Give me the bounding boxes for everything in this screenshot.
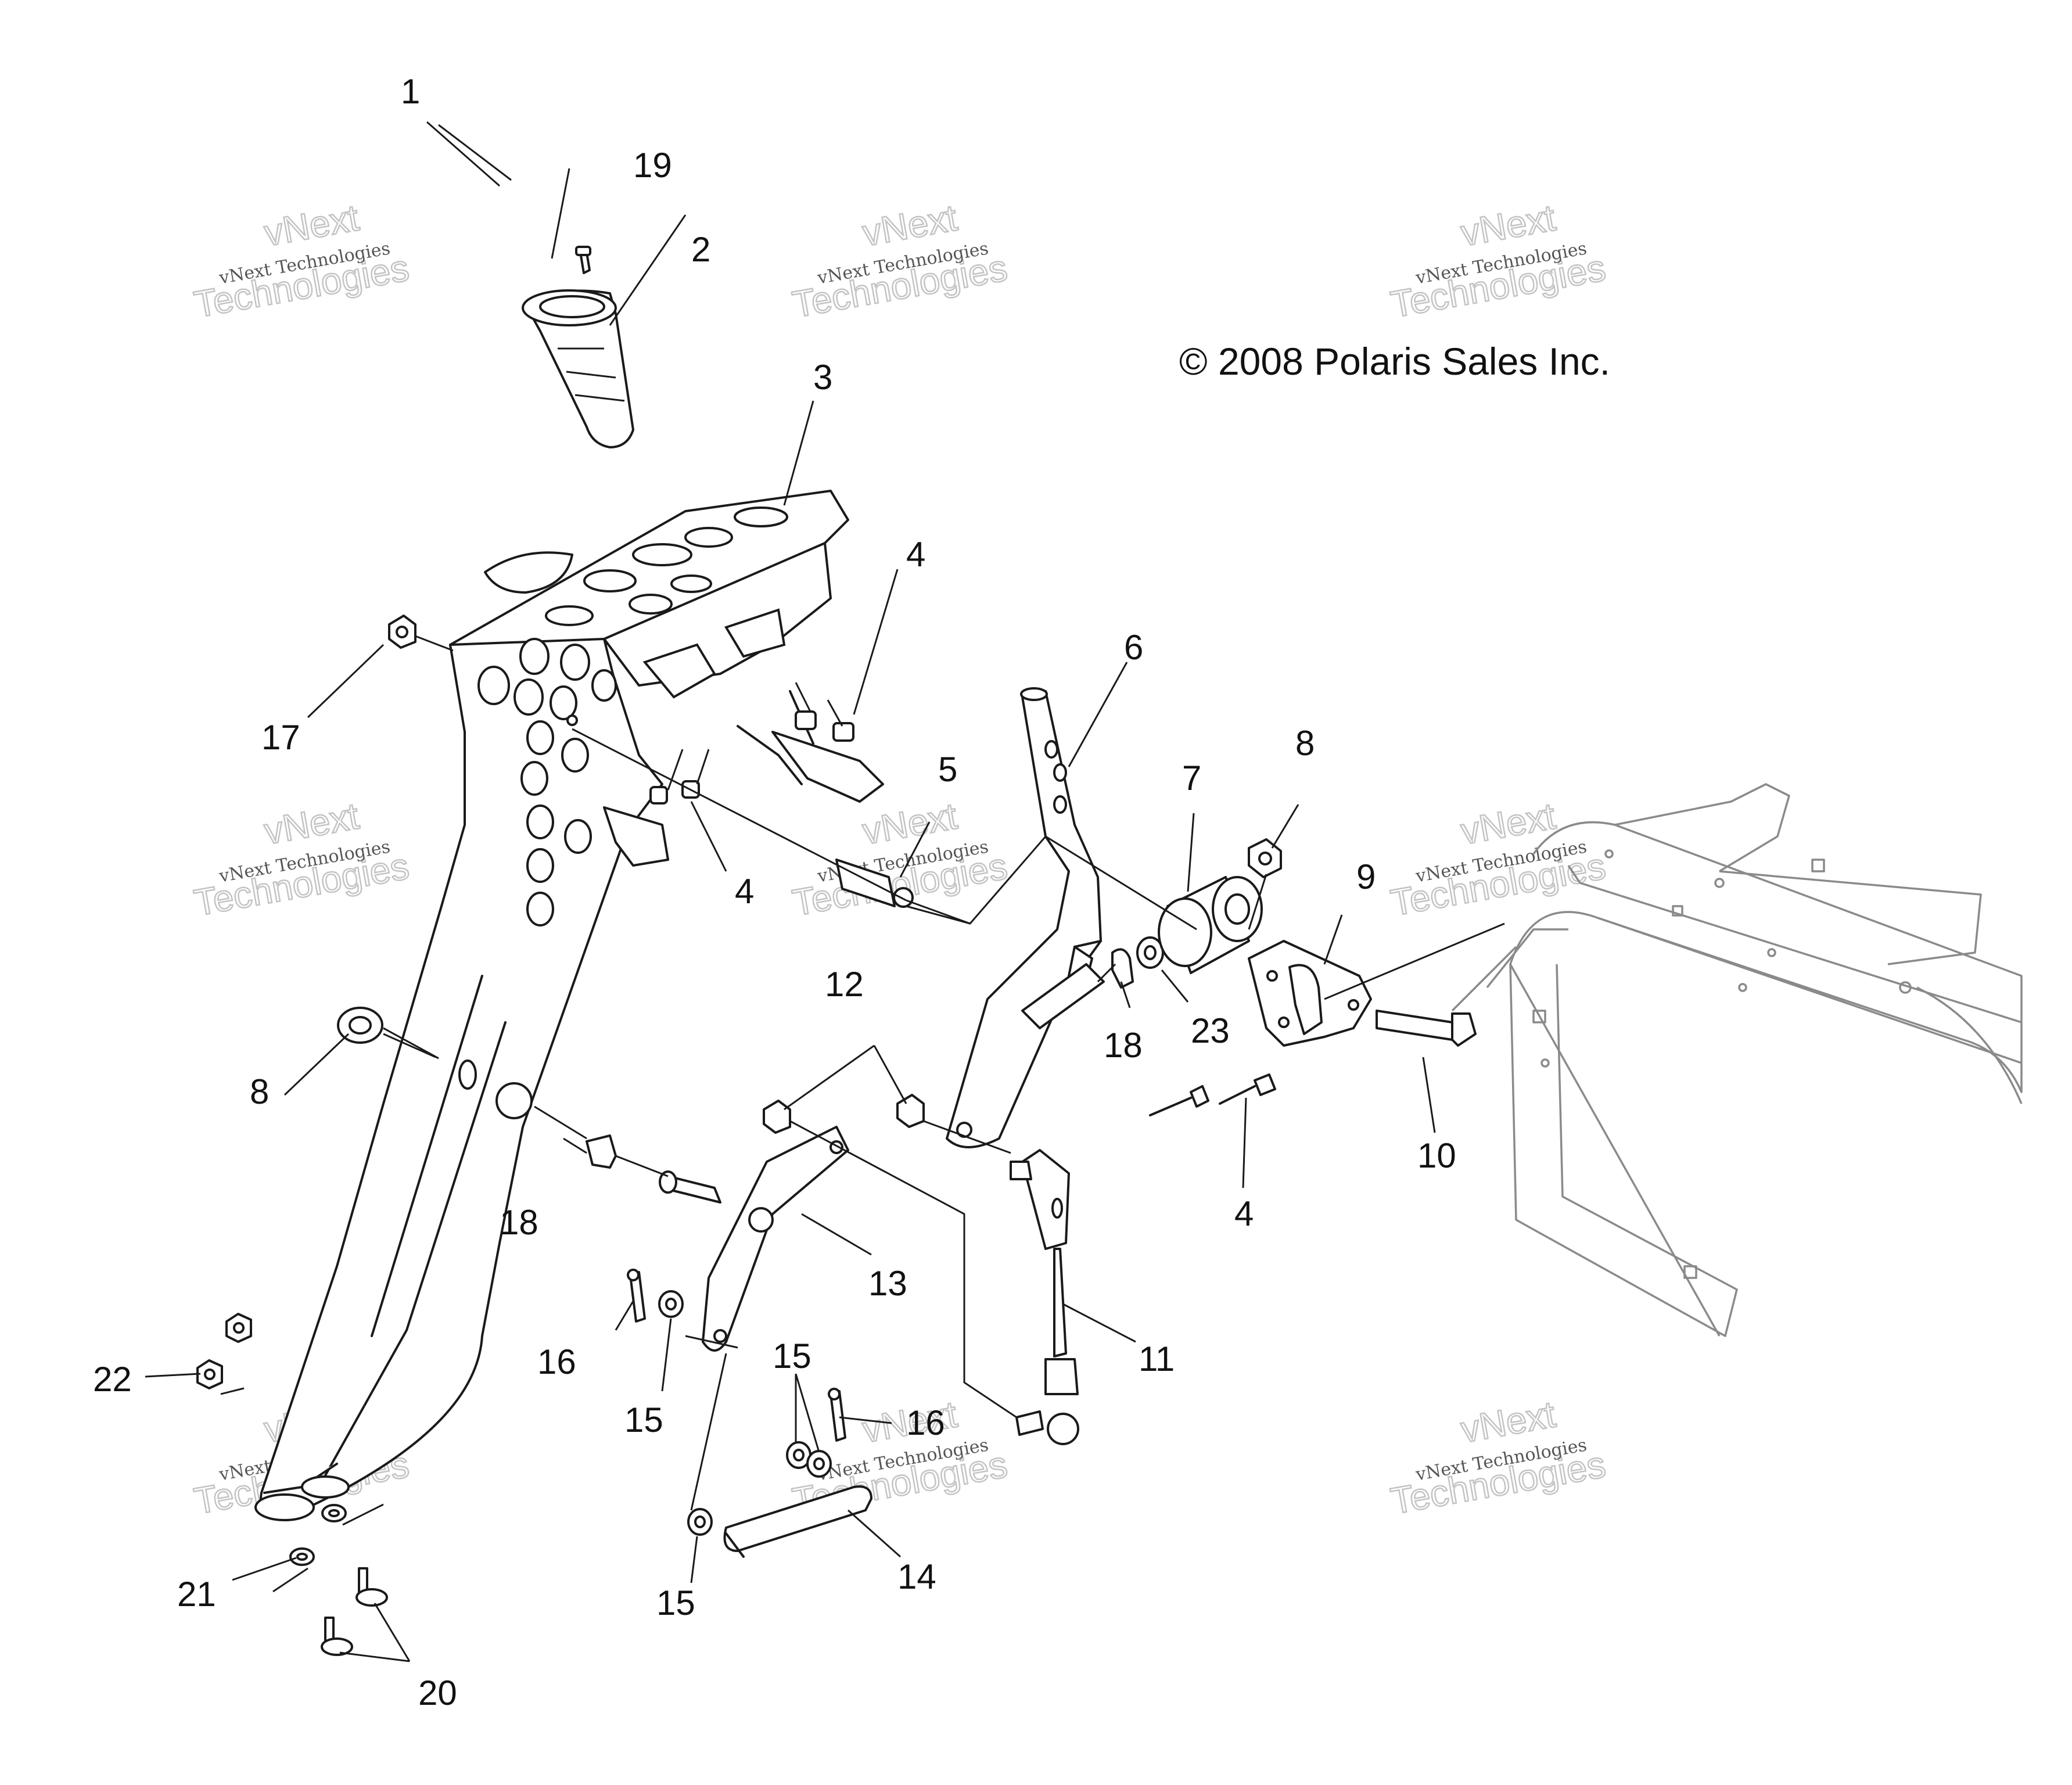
tie-rod [1010,1149,1079,1445]
callout-6: 6 [1124,628,1143,667]
watermark: vNext Technologies vNext Technologies [1387,794,1610,925]
callout-18-upper: 18 [1104,1026,1143,1065]
callout-leaders [145,121,1436,1662]
bushing-part [1158,876,1263,974]
cotter-pin-16a [627,1269,646,1323]
callout-16-left: 16 [537,1342,576,1381]
nut-part-17 [388,615,416,649]
assembly-lines [272,635,1505,1593]
watermark: vNext Technologies vNext Technologies [1387,196,1610,326]
callout-16-right: 16 [906,1403,945,1442]
callout-13: 13 [868,1264,907,1303]
rivet-part [795,682,854,742]
bolt-part-10 [1376,1010,1477,1047]
copyright-notice: © 2008 Polaris Sales Inc. [1179,340,1610,383]
callout-23: 23 [1191,1011,1230,1050]
rod-part-14 [723,1485,872,1558]
bolt-part-20 [321,1567,388,1656]
clip-part-18a [1111,948,1134,989]
bushing-part-8a [337,1007,436,1058]
callout-labels: 1 19 2 3 4 4 4 17 6 5 7 8 9 8 18 23 10 1… [93,72,1456,1712]
callout-2: 2 [691,230,710,269]
washer-part-21 [289,1504,347,1566]
washer-part-15 [658,1290,832,1536]
cotter-pin-16b [828,1388,846,1442]
callout-7: 7 [1182,759,1201,798]
callout-9: 9 [1356,857,1376,896]
callout-15-left: 15 [624,1400,663,1439]
chassis-frame-outline [1451,783,2023,1337]
callout-11: 11 [1139,1339,1175,1378]
callout-22: 22 [93,1360,132,1399]
callout-5: 5 [938,750,957,789]
callout-8-right: 8 [1295,724,1315,763]
steering-post [254,490,884,1521]
nut-part-12 [763,1094,925,1134]
cap-part [438,124,573,594]
callout-14: 14 [897,1557,936,1596]
callout-4-upper: 4 [906,535,925,574]
callout-21: 21 [177,1575,216,1614]
grip-part [522,289,634,448]
link-plate [659,1126,849,1352]
mount-bracket [1248,940,1372,1047]
callout-3: 3 [813,358,832,397]
rivet-part [1149,1073,1276,1116]
nut-part-22 [196,1313,252,1389]
callout-12: 12 [825,965,864,1004]
callout-4-right: 4 [1234,1194,1254,1233]
watermark: vNext Technologies vNext Technologies [789,196,1011,326]
callout-15-middle: 15 [773,1337,811,1375]
watermark: vNext Technologies vNext Technologies [191,196,413,326]
callout-8-left: 8 [250,1072,269,1111]
watermark: vNext Technologies vNext Technologies [191,794,413,925]
lever-arm [946,687,1105,1148]
callout-18-lower: 18 [500,1203,538,1242]
callout-19: 19 [633,146,672,185]
callout-15-bottom: 15 [656,1583,695,1622]
clip-part-18b [586,1134,617,1169]
screw-part [575,246,591,274]
callout-20: 20 [418,1673,457,1712]
callout-17: 17 [261,718,300,757]
callout-10: 10 [1417,1136,1456,1175]
callout-4-middle: 4 [735,872,754,911]
watermark: vNext Technologies vNext Technologies [1387,1392,1610,1523]
callout-1: 1 [401,72,420,111]
nut-part-8b [1248,838,1282,878]
